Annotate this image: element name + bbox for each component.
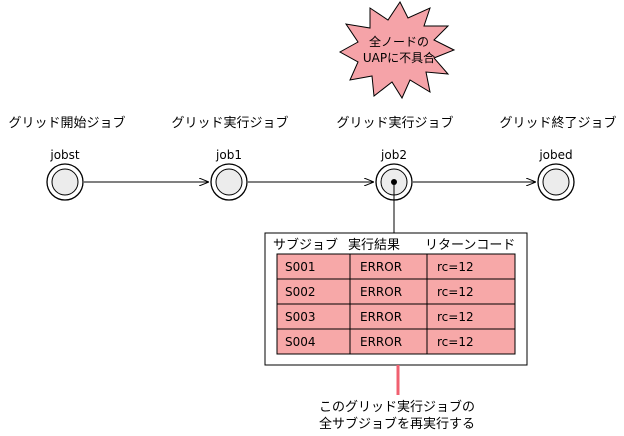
table-row-s004: S004 ERROR rc=12: [276, 328, 516, 355]
node-caption-job2: グリッド実行ジョブ: [336, 115, 453, 131]
note-line2: 全サブジョブを再実行する: [319, 416, 475, 432]
table-cell: rc=12: [437, 310, 474, 324]
alert-burst-shape: [338, 1, 456, 100]
table-cell: ERROR: [360, 260, 402, 274]
node-label-jobst: jobst: [49, 148, 80, 162]
alert-burst-line1: 全ノードの: [369, 34, 429, 49]
table-cell: ERROR: [360, 310, 402, 324]
table-cell: rc=12: [437, 335, 474, 349]
node-label-jobed: jobed: [538, 148, 572, 162]
table-cell: rc=12: [437, 260, 474, 274]
table-header-subjob: サブジョブ: [273, 237, 338, 253]
node-label-job1: job1: [215, 148, 242, 162]
table-cell: S003: [285, 310, 316, 324]
table-cell: rc=12: [437, 285, 474, 299]
table-header-returncode: リターンコード: [425, 238, 515, 253]
table-row-s002: S002 ERROR rc=12: [276, 278, 516, 305]
job-node-jobed[interactable]: [537, 163, 575, 201]
note-line1: このグリッド実行ジョブの: [319, 399, 475, 415]
node-label-job2: job2: [380, 148, 407, 162]
node-caption-jobed: グリッド終了ジョブ: [499, 115, 616, 131]
job-node-job1[interactable]: [210, 163, 248, 201]
table-cell: ERROR: [360, 335, 402, 349]
table-cell: S001: [285, 260, 316, 274]
node-caption-job1: グリッド実行ジョブ: [171, 115, 288, 131]
table-cell: S002: [285, 285, 316, 299]
table-row-s001: S001 ERROR rc=12: [276, 253, 516, 280]
table-cell: S004: [285, 335, 316, 349]
alert-burst-line2: UAPに不具合: [363, 50, 435, 65]
table-header-result: 実行結果: [348, 237, 400, 253]
node-caption-jobst: グリッド開始ジョブ: [8, 115, 125, 131]
job-node-jobst[interactable]: [46, 163, 84, 201]
table-row-s003: S003 ERROR rc=12: [276, 303, 516, 330]
table-cell: ERROR: [360, 285, 402, 299]
